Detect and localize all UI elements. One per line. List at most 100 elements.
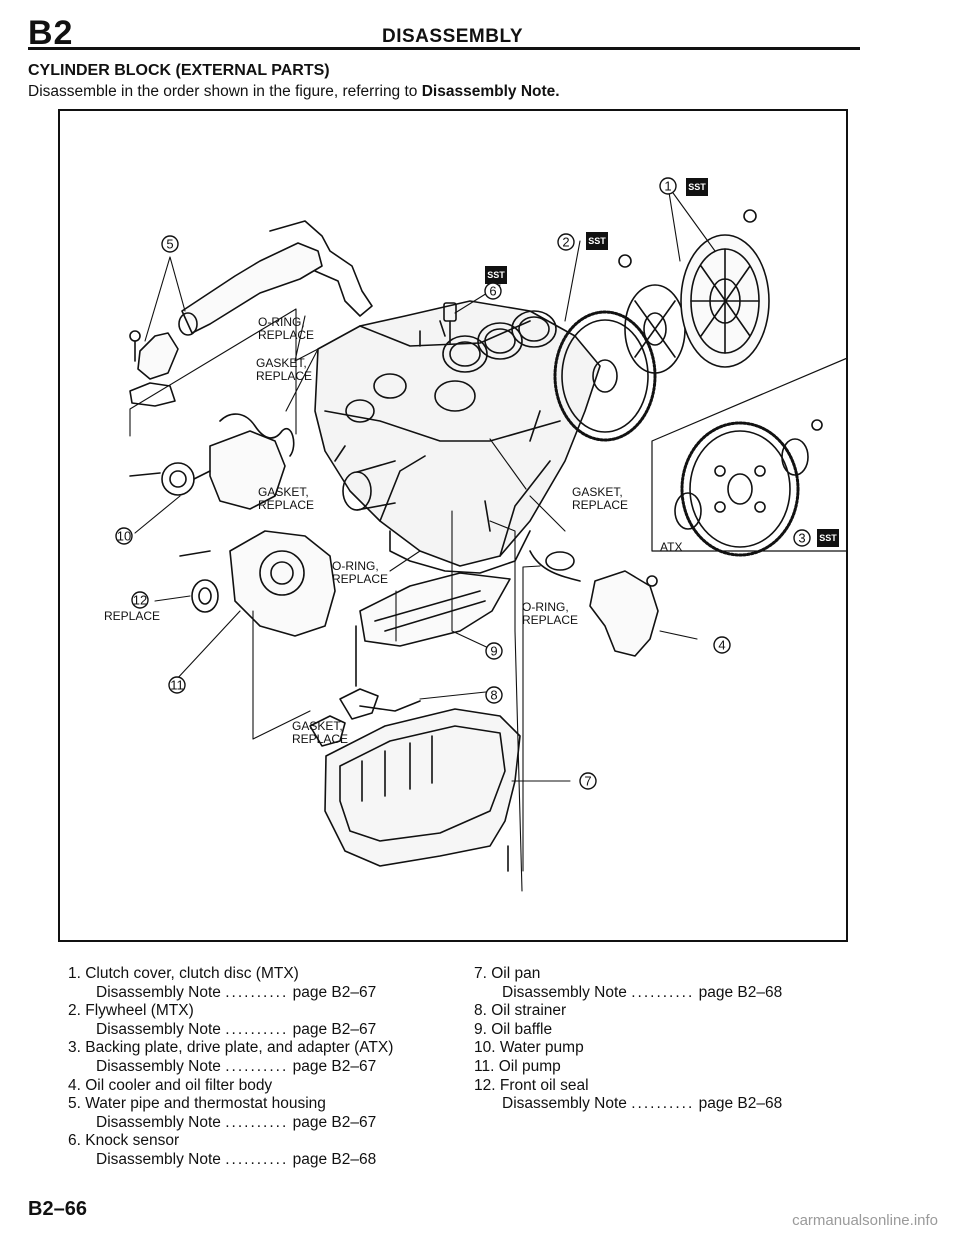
sst-tag-6-text: SST [487, 270, 505, 280]
callout-5: 5 [166, 237, 173, 252]
legend-item-text: 8. Oil strainer [474, 1002, 567, 1020]
sst-tag-3 [817, 529, 839, 547]
page-number: B2–66 [28, 1198, 87, 1220]
exploded-view-figure: SST SST SST SST ATX 1 2 3 4 5 6 7 8 9 10… [104, 177, 846, 892]
legend-item-text: 5. Water pipe and thermostat housing [68, 1095, 326, 1113]
legend-note: Disassembly Note .......... page B2–67 [68, 1021, 468, 1040]
oil-baffle-drawing [355, 572, 511, 687]
note-label: Disassembly Note [96, 1020, 221, 1038]
sst-tag-2-text: SST [588, 236, 606, 246]
oring-label-c-line2: REPLACE [522, 613, 578, 627]
note-label: Disassembly Note [96, 1057, 221, 1075]
watermark: carmanualsonline.info [792, 1212, 938, 1229]
note-label: Disassembly Note [96, 1150, 221, 1168]
gasket-label-a-line2: REPLACE [256, 369, 312, 383]
leader-dots: .......... [225, 983, 289, 1001]
sst-tag-1-text: SST [688, 182, 706, 192]
section-code: B2 [28, 14, 74, 52]
callout-10: 10 [117, 529, 131, 544]
legend-note: Disassembly Note .......... page B2–68 [474, 1095, 874, 1114]
legend-note: Disassembly Note .......... page B2–67 [68, 1114, 468, 1133]
callout-12: 12 [133, 593, 147, 608]
page-reference: page B2–68 [698, 1095, 783, 1113]
legend-item: 3. Backing plate, drive plate, and adapt… [68, 1039, 468, 1058]
legend-note: Disassembly Note .......... page B2–67 [68, 1058, 468, 1077]
callout-9: 9 [490, 644, 497, 659]
legend-item: 11. Oil pump [474, 1058, 874, 1077]
leader-dots: .......... [225, 1113, 289, 1131]
atx-label: ATX [660, 540, 682, 554]
legend-item-text: 7. Oil pan [474, 965, 541, 982]
legend-item-text: 2. Flywheel (MTX) [68, 1002, 194, 1020]
drive-plate-drawing [651, 357, 846, 557]
page-reference: page B2–68 [698, 983, 783, 1001]
legend-note: Disassembly Note .......... page B2–68 [68, 1151, 468, 1170]
legend-item: 1. Clutch cover, clutch disc (MTX) [68, 965, 468, 984]
sst-tags: SST SST SST SST [485, 178, 839, 547]
legend-item: 6. Knock sensor [68, 1132, 468, 1151]
water-pipe-drawing [129, 220, 373, 407]
section-subtitle: CYLINDER BLOCK (EXTERNAL PARTS) [28, 62, 330, 79]
callout-4: 4 [718, 638, 725, 653]
oil-cooler-drawing [529, 550, 659, 657]
callout-1: 1 [664, 179, 671, 194]
legend-item: 12. Front oil seal [474, 1077, 874, 1096]
seal-replace-label: REPLACE [104, 609, 160, 623]
water-pump-drawing [129, 413, 295, 510]
note-label: Disassembly Note [96, 983, 221, 1001]
intro-sentence: Disassemble in the order shown in the fi… [28, 83, 422, 100]
page-reference: page B2–67 [292, 983, 377, 1001]
header-rule [28, 47, 860, 50]
leader-dots: .......... [225, 1020, 289, 1038]
oring-label-c-line1: O-RING, [522, 600, 569, 614]
legend-note: Disassembly Note .......... page B2–67 [68, 984, 468, 1003]
legend-item-text: 4. Oil cooler and oil filter body [68, 1076, 273, 1094]
header-title: DISASSEMBLY [382, 26, 523, 47]
legend-note: Disassembly Note .......... page B2–68 [474, 984, 874, 1003]
legend-item: 7. Oil pan [474, 965, 874, 984]
page-reference: page B2–67 [292, 1113, 377, 1131]
sst-tag-1 [686, 178, 708, 196]
gasket-label-d-line2: REPLACE [292, 732, 348, 746]
sst-tag-3-text: SST [819, 533, 837, 543]
legend-item: 10. Water pump [474, 1039, 874, 1058]
legend-item: 4. Oil cooler and oil filter body [68, 1077, 468, 1096]
oring-label-b-line2: REPLACE [332, 572, 388, 586]
gasket-label-a-line1: GASKET, [256, 356, 307, 370]
intro-emphasis: Disassembly Note. [421, 83, 560, 100]
parts-legend-right: 7. Oil pan Disassembly Note .......... p… [474, 965, 874, 1114]
note-label: Disassembly Note [96, 1113, 221, 1131]
oring-label-a-line1: O-RING, [258, 315, 305, 329]
leader-dots: .......... [631, 1095, 695, 1113]
callout-8: 8 [490, 688, 497, 703]
leader-dots: .......... [225, 1057, 289, 1075]
legend-item-text: 6. Knock sensor [68, 1132, 180, 1150]
gasket-label-c-line2: REPLACE [572, 498, 628, 512]
leader-dots: .......... [631, 983, 695, 1001]
legend-item-text: 12. Front oil seal [474, 1076, 589, 1094]
intro-text: Disassemble in the order shown in the fi… [28, 83, 560, 101]
page-reference: page B2–68 [292, 1150, 377, 1168]
gasket-label-b-line2: REPLACE [258, 498, 314, 512]
callout-3: 3 [798, 531, 805, 546]
legend-item-text: 9. Oil baffle [474, 1020, 553, 1038]
callout-11: 11 [170, 678, 184, 693]
sst-tag-2 [586, 232, 608, 250]
oil-pump-drawing [179, 530, 336, 637]
sst-tag-6 [485, 266, 507, 284]
engine-block-drawing [314, 300, 601, 574]
figure-frame [58, 109, 848, 942]
legend-item-text: 1. Clutch cover, clutch disc (MTX) [68, 965, 299, 982]
note-label: Disassembly Note [502, 983, 627, 1001]
page-reference: page B2–67 [292, 1020, 377, 1038]
callout-7: 7 [584, 774, 591, 789]
gasket-label-d-line1: GASKET, [292, 719, 343, 733]
part-labels: O-RING, REPLACE GASKET, REPLACE GASKET, … [104, 315, 628, 746]
gasket-label-c-line1: GASKET, [572, 485, 623, 499]
legend-item-text: 10. Water pump [474, 1039, 584, 1057]
oring-label-a-line2: REPLACE [258, 328, 314, 342]
legend-item: 9. Oil baffle [474, 1021, 874, 1040]
legend-item: 8. Oil strainer [474, 1002, 874, 1021]
leader-dots: .......... [225, 1150, 289, 1168]
legend-item-text: 3. Backing plate, drive plate, and adapt… [68, 1039, 394, 1057]
